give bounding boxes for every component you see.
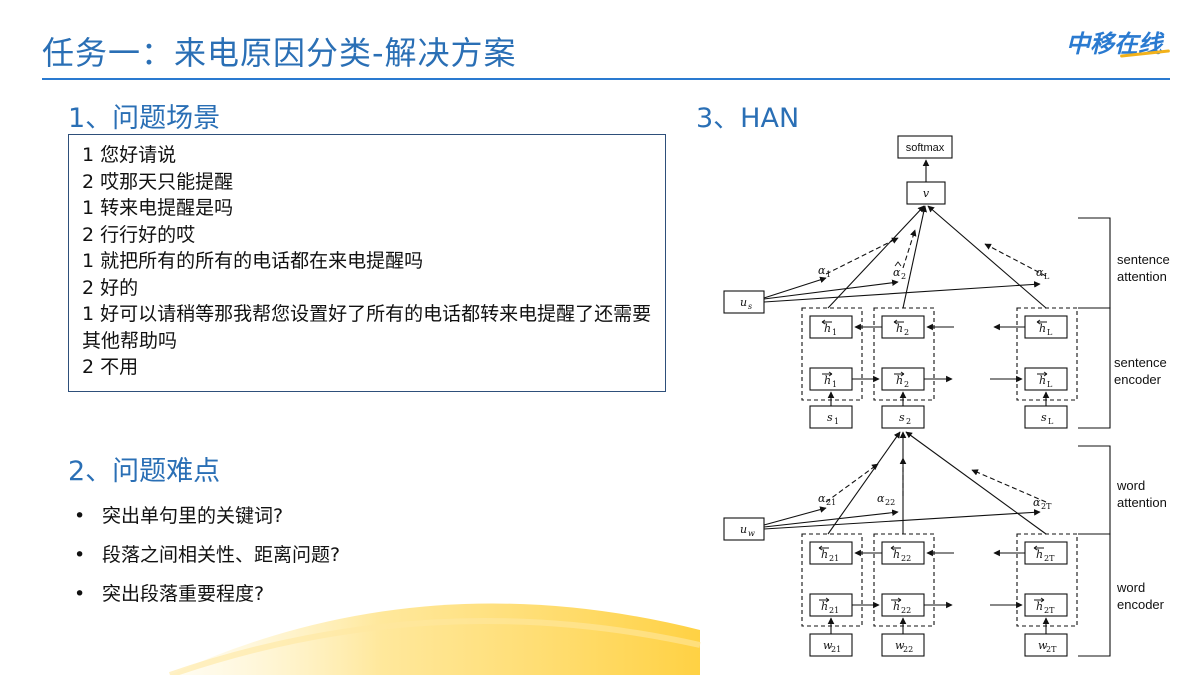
dialog-line: 1 好可以请稍等那我帮您设置好了所有的电话都转来电提醒了还需要其他帮助吗 [82,303,652,352]
label-word-attention-2: attention [1117,495,1167,510]
dialog-transcript: 1 您好请说 2 哎那天只能提醒 1 转来电提醒是吗 2 行行好的哎 1 就把所… [82,142,662,381]
h-sub: 22 [901,554,911,563]
alpha-sentence-label: α [893,266,901,279]
w-node-sub: 22 [903,645,913,654]
h-backward-word: h [821,548,828,561]
dialog-line: 2 好的 [82,276,139,299]
bullet-dot-icon: • [74,544,86,566]
w-node-label: w [823,639,833,652]
us-node-sub: s [748,302,752,311]
alpha-sentence-sub: 1 [826,270,831,279]
bullet-dot-icon: • [74,505,86,527]
dialog-line: 2 不用 [82,356,139,378]
alpha-word-sub: 21 [826,498,836,507]
label-word-encoder-2: encoder [1117,597,1165,612]
s-node-label: s [1041,411,1047,424]
w-node-sub: 21 [831,645,841,654]
alpha-word-label: α [877,492,885,505]
h-sub: 2T [1044,606,1055,615]
s-node-sub: 2 [906,417,911,426]
dialog-line: 1 转来电提醒是吗 [82,197,234,219]
h-sub: 2 [904,380,909,389]
bullet-item: • 突出段落重要程度? [74,579,264,606]
dialog-line: 2 哎那天只能提醒 [82,170,234,193]
h-sub: 21 [829,554,839,563]
softmax-label: softmax [906,142,945,154]
h-sub: L [1047,328,1053,337]
h-sub: 2 [904,328,909,337]
bullet-text: 突出单句里的关键词? [102,505,284,527]
h-sub: 21 [829,606,839,615]
label-sentence-encoder-2: encoder [1114,372,1162,387]
h-forward-word: h [893,600,900,613]
alpha-sentence-label: α [1036,266,1044,279]
h-backward-word: h [893,548,900,561]
s-node-sub: L [1048,417,1054,426]
label-sentence-attention-1: sentence [1117,252,1170,267]
label-sentence-attention-2: attention [1117,269,1167,284]
alpha-sentence-sub: L [1044,272,1050,281]
h-forward-sentence: h [824,374,831,387]
dialog-line: 2 行行好的哎 [82,223,196,246]
h-backward-sentence: h [824,322,831,335]
bullet-text: 段落之间相关性、距离问题? [102,544,341,566]
alpha-sentence-sub: 2 [901,272,906,281]
h-forward-word: h [1036,600,1043,613]
bullet-item: • 段落之间相关性、距离问题? [74,540,340,567]
uw-node-label: u [740,523,747,536]
section-heading-difficulties: 2、问题难点 [68,456,221,487]
alpha-sentence-label: α [818,264,826,277]
dialog-line: 1 您好请说 [82,144,177,166]
h-sub: 22 [901,606,911,615]
dialog-line: 1 就把所有的所有的电话都在来电提醒吗 [82,250,424,272]
h-forward-sentence: h [896,374,903,387]
h-backward-sentence: h [896,322,903,335]
bullet-text: 突出段落重要程度? [102,583,265,605]
alpha-word-label: α [1033,496,1041,509]
bullet-item: • 突出单句里的关键词? [74,501,283,528]
w-node-sub: 2T [1046,645,1057,654]
s-node-label: s [899,411,905,424]
dialog-box [68,134,666,392]
page-title: 任务一：来电原因分类-解决方案 [42,34,517,72]
header-divider [42,78,1170,80]
alpha-word-sub: 2T [1041,502,1052,511]
h-forward-word: h [821,600,828,613]
han-architecture-diagram: softmax v u s u w α 1 α 2 α L α 21 α 22 … [723,135,1170,657]
section-heading-han: 3、HAN [696,103,800,134]
s-node-sub: 1 [834,417,839,426]
h-backward-sentence: h [1039,322,1046,335]
label-sentence-encoder-1: sentence [1114,355,1167,370]
us-node-label: u [740,296,747,309]
s-node-label: s [827,411,833,424]
label-word-attention-1: word [1116,478,1145,493]
h-forward-sentence: h [1039,374,1046,387]
section-heading-scenario: 1、问题场景 [68,103,221,134]
alpha-word-label: α [818,492,826,505]
uw-node-sub: w [748,529,755,538]
h-sub: 1 [832,380,837,389]
h-backward-word: h [1036,548,1043,561]
h-sub: L [1047,380,1053,389]
v-node-label: v [923,187,930,200]
alpha-word-sub: 22 [885,498,895,507]
h-sub: 2T [1044,554,1055,563]
bullet-dot-icon: • [74,583,86,605]
label-word-encoder-1: word [1116,580,1145,595]
h-sub: 1 [832,328,837,337]
w-node-label: w [895,639,905,652]
w-node-label: w [1038,639,1048,652]
